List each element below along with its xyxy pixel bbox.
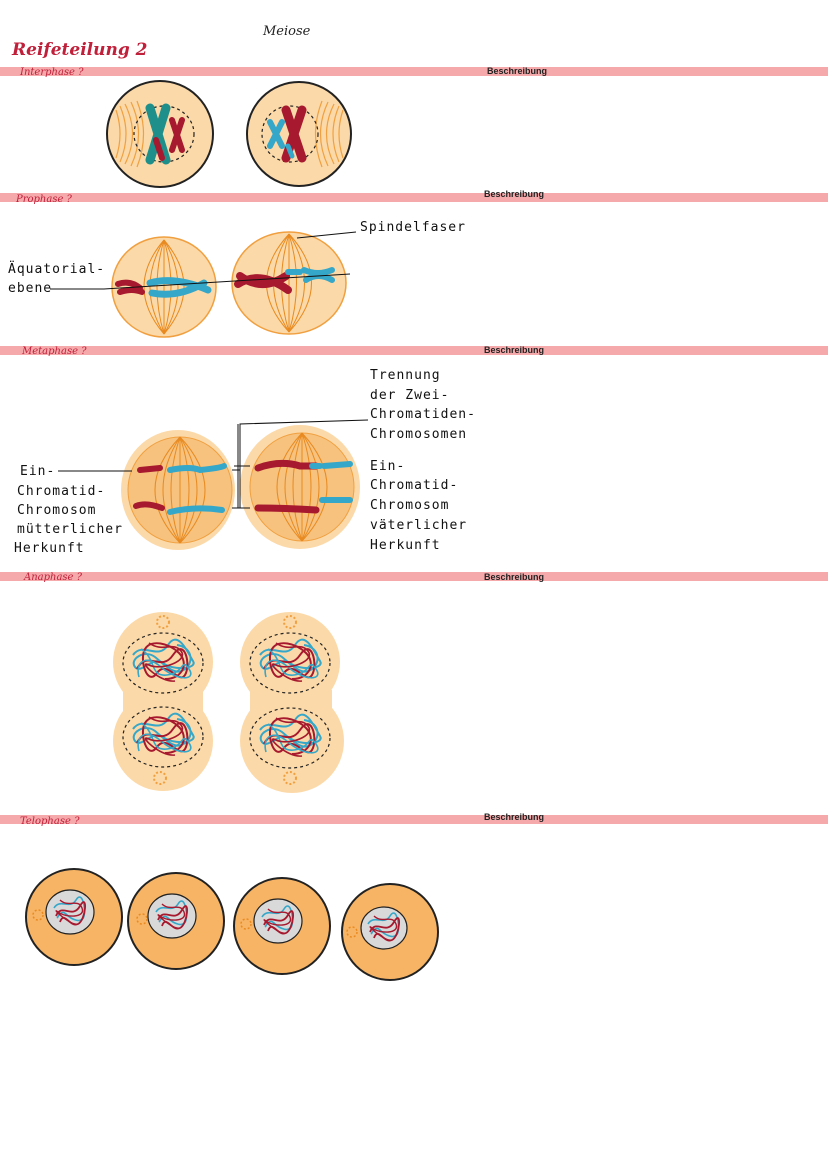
label-separation-line-4: Chromosomen bbox=[370, 427, 468, 442]
label-separation-line-3: Chromatiden- bbox=[370, 407, 476, 422]
phase-label-interphase: Interphase ? bbox=[20, 67, 84, 78]
metaphase-cell-right bbox=[240, 425, 360, 549]
telophase-cell-4 bbox=[341, 883, 439, 981]
metaphase-cell-left bbox=[121, 430, 235, 550]
description-label-telophase: Beschreibung bbox=[484, 812, 545, 822]
label-paternal-line-2: Chromatid- bbox=[370, 478, 459, 493]
telophase-cell-2 bbox=[127, 872, 225, 970]
phase-band-anaphase bbox=[0, 572, 828, 581]
phase-band-interphase bbox=[0, 67, 828, 76]
section-title: Reifeteilung 2 bbox=[12, 40, 148, 60]
label-paternal-line-1: Ein- bbox=[370, 459, 406, 474]
description-label-anaphase: Beschreibung bbox=[484, 572, 545, 582]
label-spindle-fiber: Spindelfaser bbox=[360, 220, 466, 235]
label-maternal-line-2: Chromatid- bbox=[17, 484, 106, 499]
label-maternal-line-1: Ein- bbox=[20, 464, 56, 479]
label-maternal-line-4: mütterlicher bbox=[17, 522, 123, 537]
prophase-cell-left bbox=[111, 236, 217, 338]
label-maternal-line-3: Chromosom bbox=[17, 503, 97, 518]
description-label-metaphase: Beschreibung bbox=[484, 345, 545, 355]
anaphase-cell-right bbox=[240, 612, 344, 793]
interphase-cell-left bbox=[106, 80, 214, 188]
label-paternal-line-5: Herkunft bbox=[370, 538, 441, 553]
phase-band-prophase bbox=[0, 193, 828, 202]
anaphase-cell-left bbox=[113, 612, 213, 791]
prophase-cell-right bbox=[231, 231, 347, 335]
phase-label-metaphase: Metaphase ? bbox=[22, 346, 87, 357]
phase-band-metaphase bbox=[0, 346, 828, 355]
label-equatorial-plane-2: ebene bbox=[8, 281, 53, 296]
label-separation-line-2: der Zwei- bbox=[370, 388, 450, 403]
description-label-interphase: Beschreibung bbox=[487, 66, 548, 76]
label-maternal-line-5: Herkunft bbox=[14, 541, 85, 556]
page-title: Meiose bbox=[263, 24, 311, 39]
label-paternal-line-4: väterlicher bbox=[370, 518, 468, 533]
label-separation-line-1: Trennung bbox=[370, 368, 441, 383]
telophase-cell-1 bbox=[25, 868, 123, 966]
description-label-prophase: Beschreibung bbox=[484, 189, 545, 199]
label-equatorial-plane-1: Äquatorial- bbox=[8, 262, 106, 277]
label-paternal-line-3: Chromosom bbox=[370, 498, 450, 513]
phase-band-telophase bbox=[0, 815, 828, 824]
interphase-cell-right bbox=[246, 81, 352, 187]
phase-label-telophase: Telophase ? bbox=[20, 816, 80, 827]
telophase-cell-3 bbox=[233, 877, 331, 975]
phase-label-anaphase: Anaphase ? bbox=[24, 572, 83, 583]
phase-label-prophase: Prophase ? bbox=[16, 194, 72, 205]
